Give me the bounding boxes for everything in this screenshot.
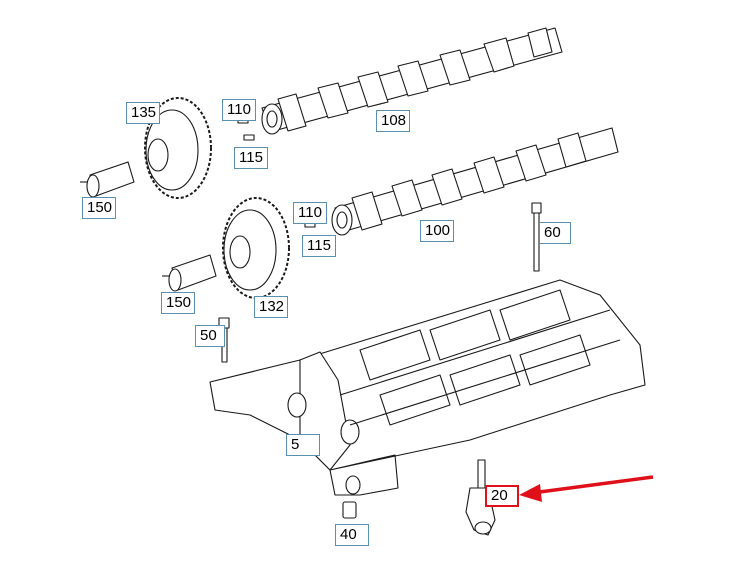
callout-20: 20 xyxy=(485,485,519,507)
callout-110-upper: 110 xyxy=(222,99,256,121)
callout-132: 132 xyxy=(254,296,288,318)
callout-100: 100 xyxy=(420,220,454,242)
sleeve-40-drawing xyxy=(342,501,357,519)
upper-solenoid-drawing xyxy=(80,161,135,198)
callout-150-lower: 150 xyxy=(161,292,195,314)
lower-solenoid-drawing xyxy=(162,254,217,292)
callout-135: 135 xyxy=(126,102,160,124)
highlight-arrow xyxy=(519,475,654,502)
callout-115-lower: 115 xyxy=(302,235,336,257)
upper-camshaft-drawing xyxy=(261,27,563,135)
callout-115-upper: 115 xyxy=(234,147,268,169)
callout-40: 40 xyxy=(335,524,369,546)
callout-110-lower: 110 xyxy=(293,202,327,224)
callout-60: 60 xyxy=(539,222,571,244)
callout-150-upper: 150 xyxy=(82,197,116,219)
callout-108: 108 xyxy=(376,110,410,132)
callout-5: 5 xyxy=(286,434,320,456)
upper-camshaft-sprocket-drawing xyxy=(144,97,212,199)
callout-50: 50 xyxy=(195,325,225,347)
lower-camshaft-sprocket-drawing xyxy=(222,197,290,299)
lower-camshaft-drawing xyxy=(331,127,619,236)
